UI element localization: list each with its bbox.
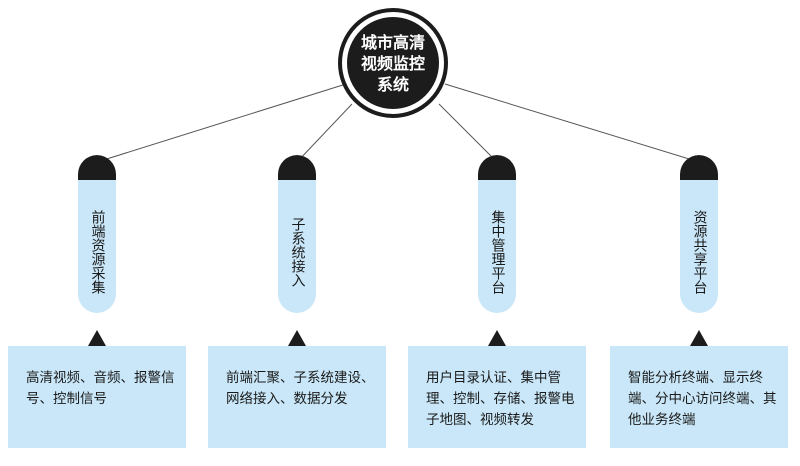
detail-box-3: 用户目录认证、集中管理、控制、存储、报警电子地图、视频转发 (408, 346, 586, 448)
detail-box-1: 高清视频、音频、报警信号、控制信号 (8, 346, 186, 448)
connector-line-2 (296, 103, 353, 163)
connector-line-4 (444, 83, 700, 163)
detail-text-4: 智能分析终端、显示终端、分中心访问终端、其他业务终端 (628, 370, 777, 428)
detail-text-1: 高清视频、音频、报警信号、控制信号 (26, 370, 175, 407)
up-arrow-icon (88, 330, 106, 346)
branch-label-text-3: 集中管理平台 (489, 210, 506, 294)
up-arrow-icon (690, 330, 708, 346)
root-node: 城市高清视频监控系统 (338, 8, 448, 118)
root-node-inner: 城市高清视频监控系统 (347, 17, 439, 109)
branch-label-3: 集中管理平台 (478, 197, 516, 307)
branch-label-text-2: 子系统接入 (289, 217, 306, 287)
up-arrow-icon (288, 330, 306, 346)
pill-cap (78, 155, 116, 180)
detail-box-4: 智能分析终端、显示终端、分中心访问终端、其他业务终端 (610, 346, 788, 448)
root-title: 城市高清视频监控系统 (360, 32, 425, 94)
connector-line-1 (96, 83, 347, 163)
pill-cap (278, 155, 316, 180)
branch-label-text-1: 前端资源采集 (89, 210, 106, 294)
branch-label-4: 资源共享平台 (680, 197, 718, 307)
branch-label-2: 子系统接入 (278, 197, 316, 307)
pill-cap (680, 155, 718, 180)
pill-cap (478, 155, 516, 180)
detail-text-3: 用户目录认证、集中管理、控制、存储、报警电子地图、视频转发 (426, 370, 575, 428)
detail-box-2: 前端汇聚、子系统建设、网络接入、数据分发 (208, 346, 386, 448)
branch-pill-1: 前端资源采集 (78, 155, 116, 313)
connector-line-3 (438, 103, 498, 163)
branch-label-1: 前端资源采集 (78, 197, 116, 307)
branch-pill-3: 集中管理平台 (478, 155, 516, 313)
detail-text-2: 前端汇聚、子系统建设、网络接入、数据分发 (226, 370, 375, 407)
up-arrow-icon (488, 330, 506, 346)
branch-pill-4: 资源共享平台 (680, 155, 718, 313)
branch-label-text-4: 资源共享平台 (691, 210, 708, 294)
branch-pill-2: 子系统接入 (278, 155, 316, 313)
